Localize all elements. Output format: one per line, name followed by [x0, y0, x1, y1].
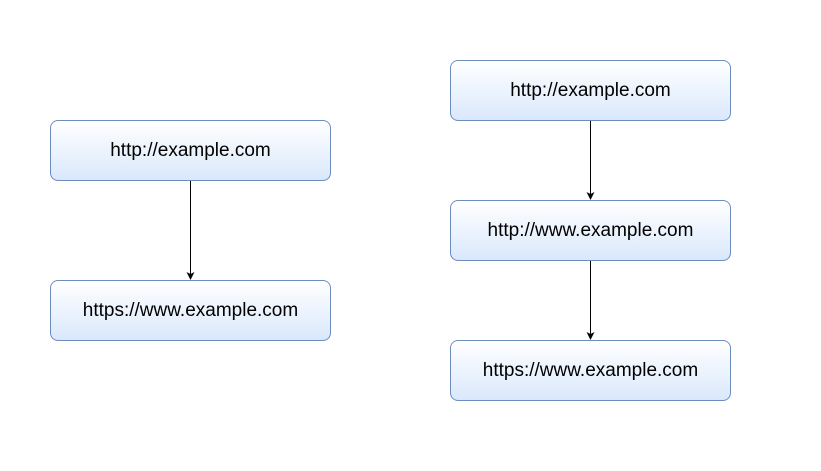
node-label: http://www.example.com: [487, 219, 694, 241]
right-node-http-example: http://example.com: [450, 60, 731, 121]
left-node-https-www-example: https://www.example.com: [50, 280, 331, 341]
node-label: https://www.example.com: [82, 299, 299, 321]
node-label: http://example.com: [510, 79, 671, 101]
right-node-http-www-example: http://www.example.com: [450, 200, 731, 261]
left-node-http-example: http://example.com: [50, 120, 331, 181]
node-label: http://example.com: [110, 139, 271, 161]
right-node-https-www-example: https://www.example.com: [450, 340, 731, 401]
node-label: https://www.example.com: [482, 359, 699, 381]
